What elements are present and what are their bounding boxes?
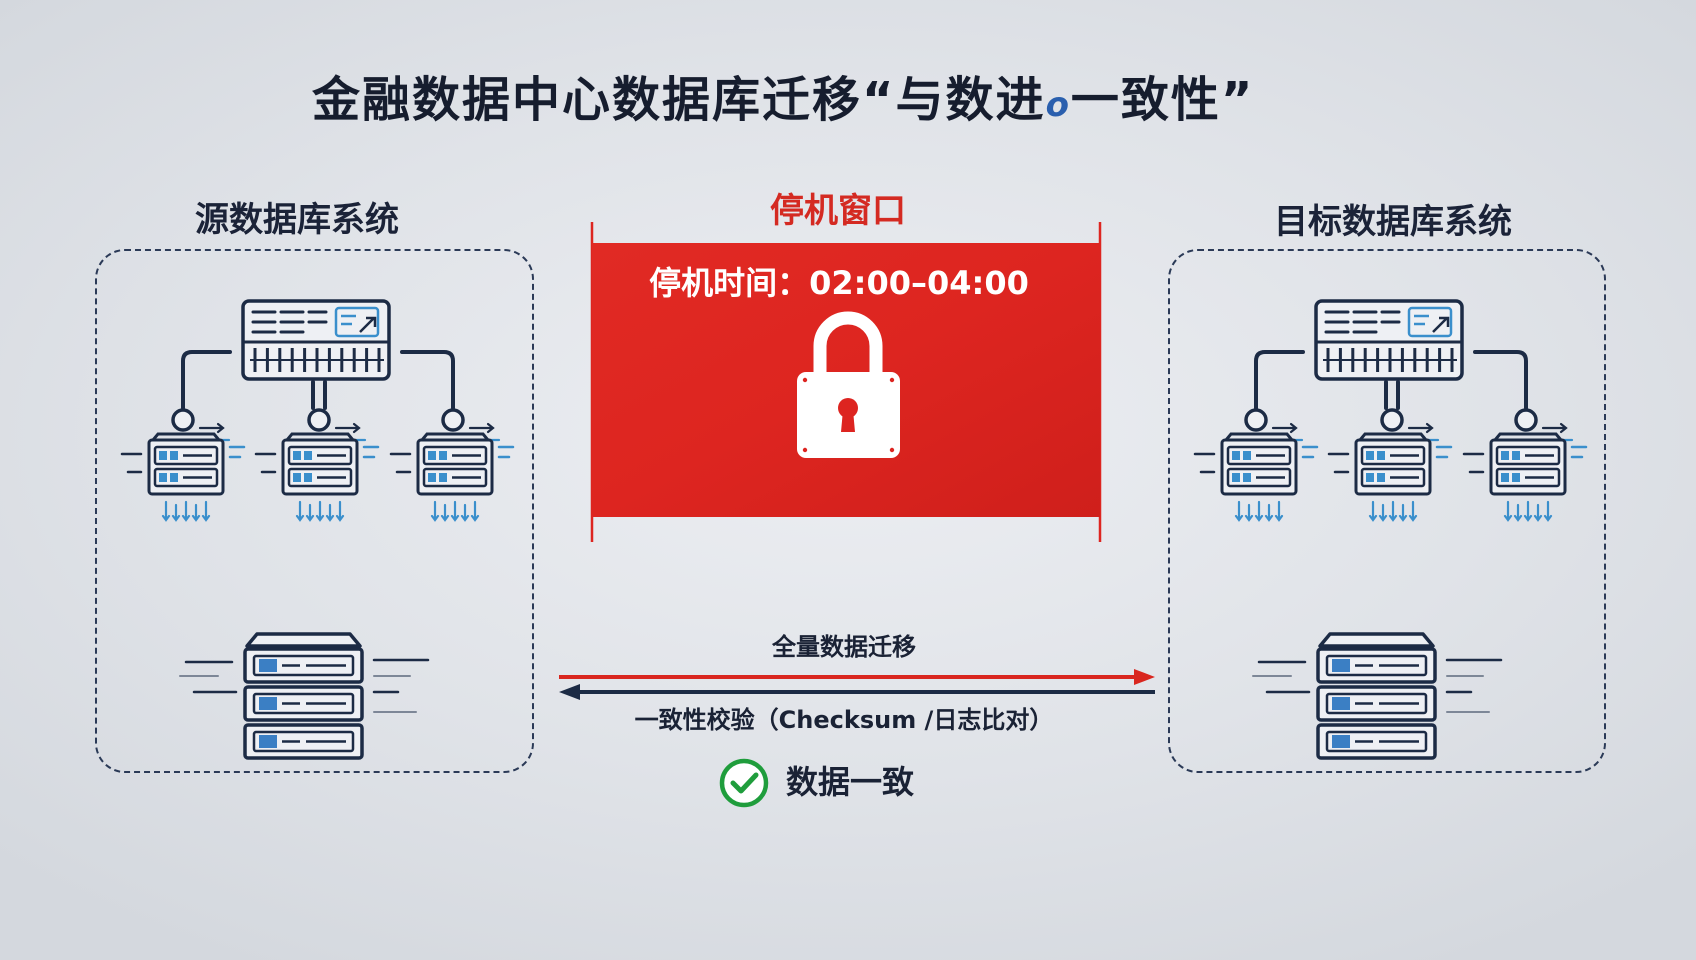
source-system-label: 源数据库系统 <box>195 200 399 240</box>
data-flow-icon <box>1234 500 1284 522</box>
server-rack-icon <box>243 632 364 760</box>
migration-label: 全量数据迁移 <box>772 633 916 661</box>
server-icon <box>147 432 225 496</box>
node-icon <box>307 408 331 432</box>
title-suffix: 一致性” <box>1070 72 1255 128</box>
server-icon <box>1220 432 1298 496</box>
target-system-label: 目标数据库系统 <box>1274 202 1512 242</box>
source-system-box <box>95 249 534 773</box>
motion-lines <box>1252 658 1503 713</box>
node-icon <box>171 408 195 432</box>
signal-dashes <box>1193 445 1319 474</box>
source-cluster-diagram <box>120 299 515 760</box>
node-icon <box>1514 408 1538 432</box>
uplink-lines <box>181 350 455 410</box>
downtime-window-label: 停机窗口 <box>770 191 906 231</box>
lock-icon <box>797 311 900 458</box>
server-icon <box>281 432 359 496</box>
signal-dashes <box>254 445 380 474</box>
signal-dashes <box>1327 445 1453 474</box>
node-icon <box>1244 408 1268 432</box>
checksum-arrow <box>559 684 1155 700</box>
check-circle-icon <box>719 758 769 808</box>
node-icon <box>1380 408 1404 432</box>
server-rack-icon <box>1316 632 1437 760</box>
network-switch-icon <box>1314 299 1464 381</box>
data-flow-icon <box>1503 500 1553 522</box>
title-prefix: 金融数据中心数据库迁移“与数进 <box>312 72 1046 128</box>
data-flow-icon <box>1368 500 1418 522</box>
signal-dashes <box>1462 445 1588 474</box>
result-label: 数据一致 <box>786 763 915 801</box>
page-title: 金融数据中心数据库迁移“与数进o一致性” <box>312 70 1254 135</box>
target-system-box <box>1168 249 1606 773</box>
server-icon <box>1489 432 1567 496</box>
downtime-time-text: 停机时间：02:00–04:00 <box>649 264 1029 302</box>
server-icon <box>416 432 494 496</box>
target-cluster-diagram <box>1193 299 1588 760</box>
flow-arrow-icon <box>1271 422 1304 442</box>
checksum-label: 一致性校验（Checksum /日志比对） <box>634 706 1054 734</box>
signal-dashes <box>389 445 515 474</box>
uplink-lines <box>1254 350 1528 410</box>
data-flow-icon <box>161 500 211 522</box>
node-icon <box>441 408 465 432</box>
data-flow-icon <box>295 500 345 522</box>
network-switch-icon <box>241 299 391 381</box>
motion-lines <box>179 658 430 713</box>
server-icon <box>1354 432 1432 496</box>
migration-arrow <box>559 669 1155 685</box>
title-glyph: o <box>1045 85 1071 125</box>
flow-arrow-icon <box>198 422 231 442</box>
signal-dashes <box>120 445 246 474</box>
data-flow-icon <box>430 500 480 522</box>
